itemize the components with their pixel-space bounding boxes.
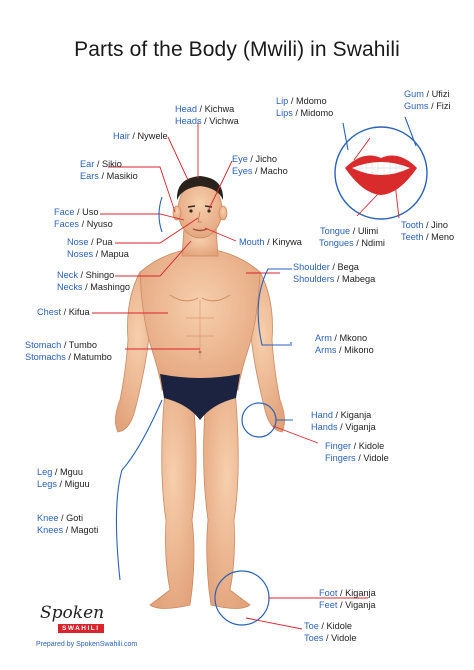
label-lip: Lip / Mdomo — [276, 96, 327, 106]
label-faces: Faces / Nyuso — [54, 219, 113, 229]
label-hair: Hair / Nywele — [113, 131, 168, 141]
label-foot: Foot / Kiganja — [319, 588, 376, 598]
label-chest: Chest / Kifua — [37, 307, 90, 317]
label-lips: Lips / Midomo — [276, 108, 334, 118]
label-ears: Ears / Masikio — [80, 171, 138, 181]
logo-badge: SWAHILI — [58, 624, 104, 633]
label-finger: Finger / Kidole — [325, 441, 385, 451]
label-toes: Toes / Vidole — [304, 633, 357, 643]
label-arms: Arms / Mikono — [315, 345, 374, 355]
label-hands: Hands / Viganja — [311, 422, 376, 432]
underwear — [160, 374, 240, 420]
label-knee: Knee / Goti — [37, 513, 83, 523]
label-arm: Arm / Mkono — [315, 333, 368, 343]
label-legs: Legs / Miguu — [37, 479, 90, 489]
label-shoulders: Shoulders / Mabega — [293, 274, 376, 284]
label-tongue: Tongue / Ulimi — [320, 226, 379, 236]
blue-bracket-lines — [115, 116, 417, 581]
label-teeth: Teeth / Meno — [401, 232, 455, 242]
label-necks: Necks / Mashingo — [57, 282, 131, 292]
label-stomachs: Stomachs / Matumbo — [25, 352, 112, 362]
label-gum: Gum / Ufizi — [404, 89, 450, 99]
label-head: Head / Kichwa — [175, 104, 235, 114]
label-eye: Eye / Jicho — [232, 154, 277, 164]
label-shoulder: Shoulder / Bega — [293, 262, 359, 272]
label-toe: Toe / Kidole — [304, 621, 353, 631]
label-leg: Leg / Mguu — [37, 467, 83, 477]
label-gums: Gums / Fizi — [404, 101, 451, 111]
label-neck: Neck / Shingo — [57, 270, 115, 280]
label-face: Face / Uso — [54, 207, 99, 217]
hair-shape — [176, 176, 224, 200]
red-pointer-lines — [92, 122, 400, 630]
label-tongues: Tongues / Ndimi — [319, 238, 385, 248]
label-heads: Heads / Vichwa — [175, 116, 239, 126]
label-fingers: Fingers / Vidole — [325, 453, 389, 463]
label-knees: Knees / Magoti — [37, 525, 99, 535]
label-stomach: Stomach / Tumbo — [25, 340, 98, 350]
label-feet: Feet / Viganja — [319, 600, 376, 610]
label-ear: Ear / Sikio — [80, 159, 122, 169]
label-tooth: Tooth / Jino — [401, 220, 449, 230]
label-mouth: Mouth / Kinywa — [239, 237, 302, 247]
credit-note: Prepared by SpokenSwahili.com — [36, 641, 138, 648]
page-title: Parts of the Body (Mwili) in Swahili — [74, 38, 400, 61]
logo-wordmark: Spoken — [40, 603, 105, 623]
label-eyes: Eyes / Macho — [232, 166, 288, 176]
label-hand: Hand / Kiganja — [311, 410, 372, 420]
label-nose: Nose / Pua — [67, 237, 113, 247]
label-noses: Noses / Mapua — [67, 249, 129, 259]
